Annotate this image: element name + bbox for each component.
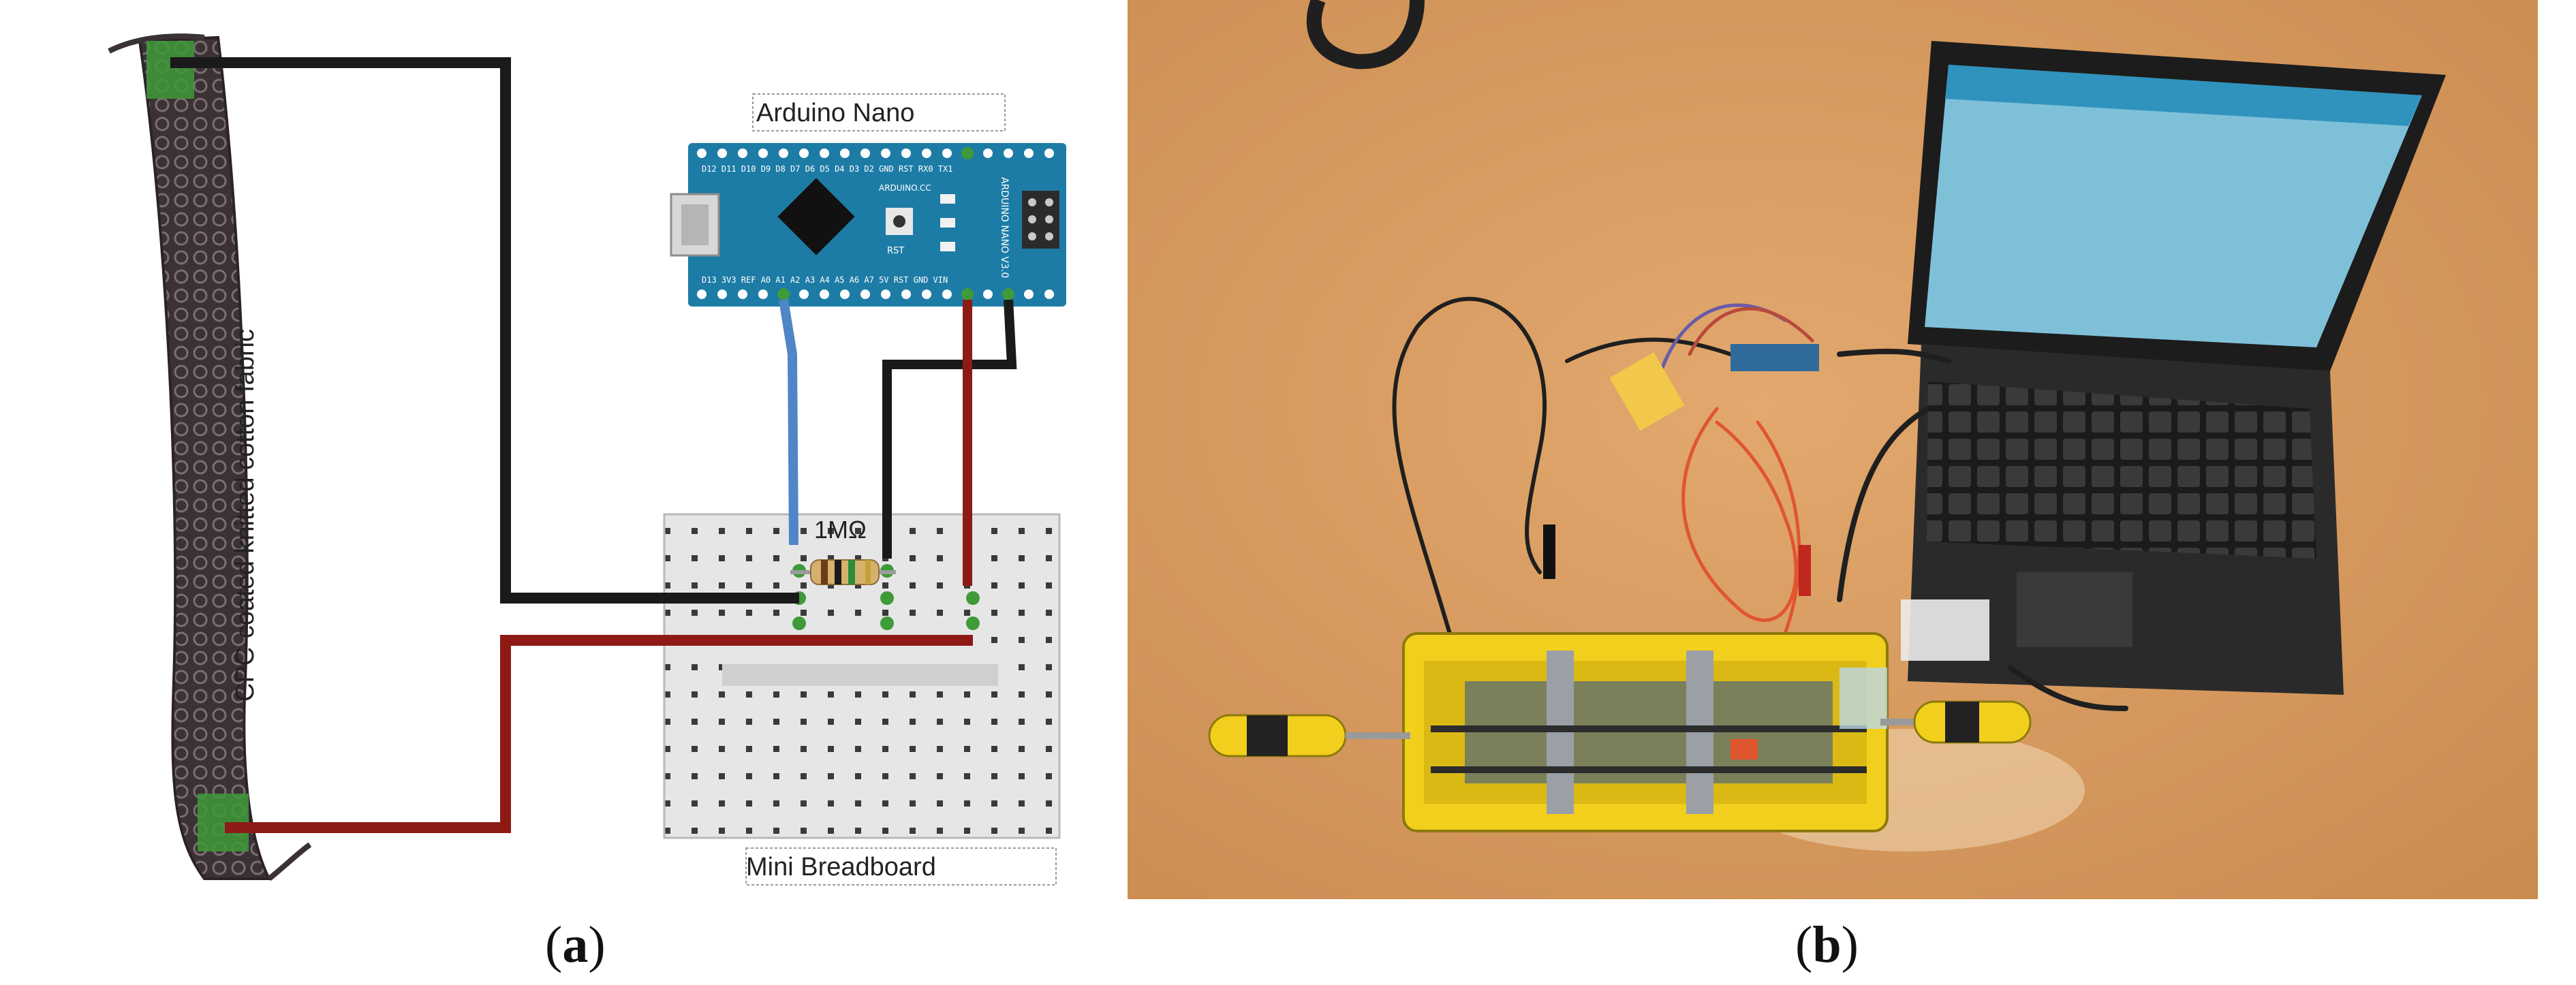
rst-text: RST xyxy=(887,246,904,256)
resistor-1mohm: 1MΩ xyxy=(790,516,896,585)
black-wire-gnd xyxy=(882,299,1017,559)
laptop-stickers xyxy=(1901,599,1989,661)
cpc-fabric-strip: CPC-coated knitted cotton fabric xyxy=(108,33,312,881)
stretching-rig xyxy=(1208,632,2032,832)
right-handle-icon xyxy=(1880,700,2032,744)
laptop-screen xyxy=(1925,65,2422,347)
cables xyxy=(1392,296,2128,711)
caption-a: (a) xyxy=(545,916,606,973)
top-header-pins xyxy=(697,148,1054,158)
breadboard-center-channel xyxy=(722,664,998,686)
laptop-keyboard xyxy=(1927,381,2316,559)
laptop xyxy=(1901,41,2446,695)
caption-a-letter: a xyxy=(562,916,588,973)
wires xyxy=(170,57,1017,833)
top-electrode-contact xyxy=(146,41,194,99)
coiled-cable xyxy=(1306,0,1425,69)
arduino-label: Arduino Nano xyxy=(756,99,914,127)
caption-b: (b) xyxy=(1795,916,1859,973)
red-wire-fabric xyxy=(225,635,973,833)
left-handle-icon xyxy=(1208,714,1410,757)
breadboard-label: Mini Breadboard xyxy=(746,853,936,881)
laptop-touchpad xyxy=(2017,572,2132,647)
panel-b-photo xyxy=(1128,0,2538,899)
photo-arduino xyxy=(1731,344,1819,371)
top-pin-labels: D12 D11 D10 D9 D8 D7 D6 D5 D4 D3 D2 GND … xyxy=(702,164,952,174)
icsp-header xyxy=(1022,191,1059,249)
black-crocodile-clip xyxy=(1543,525,1555,579)
chip-text: ARDUINO.CC xyxy=(879,183,931,193)
photo-breadboard xyxy=(1609,352,1685,431)
model-text: ARDUINO NANO V3.0 xyxy=(999,177,1010,278)
panel-a-diagram: CPC-coated knitted cotton fabric Arduino… xyxy=(108,33,1066,886)
red-crocodile-clip xyxy=(1799,545,1811,596)
resistor-label: 1MΩ xyxy=(814,516,867,544)
fabric-label: CPC-coated knitted cotton fabric xyxy=(231,329,260,702)
blue-wire-a0 xyxy=(779,298,798,546)
black-wire-fabric xyxy=(170,57,799,604)
captions: (a) (b) xyxy=(545,916,1859,973)
arduino-nano-board: Arduino Nano xyxy=(670,93,1066,307)
bottom-pin-labels: D13 3V3 REF A0 A1 A2 A3 A4 A5 A6 A7 5V R… xyxy=(702,275,948,285)
mini-breadboard: Mini Breadboard xyxy=(663,513,1061,886)
caption-b-letter: b xyxy=(1812,916,1841,973)
